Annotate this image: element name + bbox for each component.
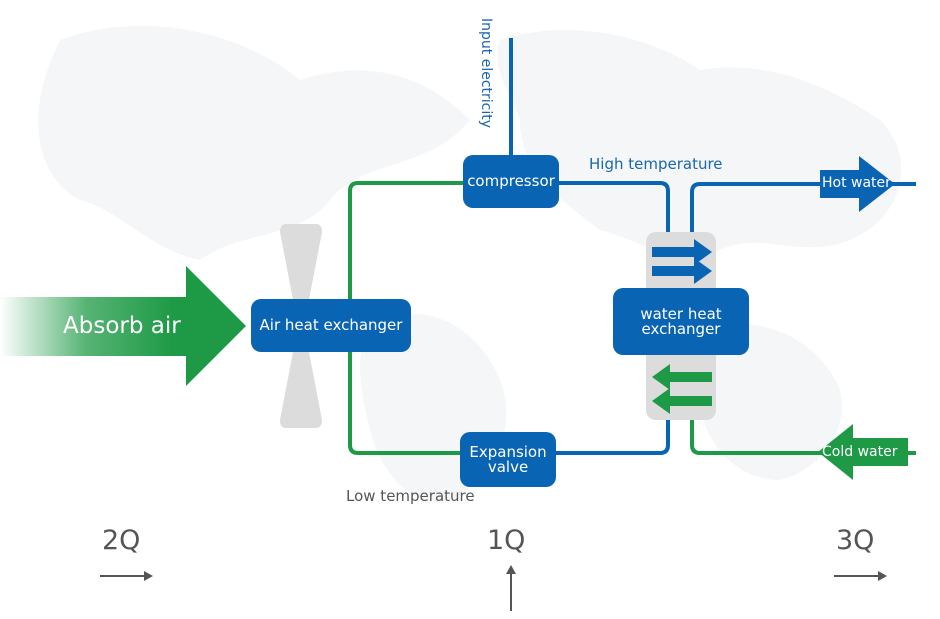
cold-water-label: Cold water	[822, 444, 898, 460]
green-flow-arrows	[652, 364, 712, 414]
cold-water-arrow	[818, 424, 908, 480]
air-heat-exchanger-box: Air heat exchanger	[251, 299, 411, 352]
energy-2q-label: 2Q	[102, 525, 141, 556]
energy-3q-label: 3Q	[836, 525, 875, 556]
air-heat-exchanger-label: Air heat exchanger	[259, 316, 403, 334]
background-map	[38, 25, 902, 502]
blue-flow-arrows	[652, 239, 712, 284]
absorb-air-arrow	[0, 266, 246, 386]
water-heat-exchanger-box: water heat exchanger	[613, 288, 749, 355]
expansion-valve-label-line2: valve	[487, 457, 529, 476]
absorb-air-label: Absorb air	[63, 313, 181, 339]
energy-arrows	[100, 565, 887, 611]
high-temperature-label: High temperature	[589, 155, 723, 173]
input-electricity-label: Input electricity	[478, 18, 494, 129]
hot-water-arrow	[820, 156, 895, 212]
expansion-valve-box: Expansion valve	[460, 432, 556, 487]
cold-water-line	[690, 410, 916, 455]
energy-1q-label: 1Q	[487, 525, 526, 556]
low-temperature-label: Low temperature	[346, 487, 475, 505]
expansion-valve-label-line1: Expansion	[469, 442, 547, 461]
hot-water-line	[690, 182, 916, 244]
hot-water-label: Hot water	[822, 175, 891, 191]
water-heat-exchanger-label-line2: exchanger	[641, 319, 721, 338]
compressor-box: compressor	[463, 155, 559, 208]
water-heat-exchanger-label-line1: water heat	[640, 304, 722, 323]
compressor-label: compressor	[467, 172, 555, 190]
